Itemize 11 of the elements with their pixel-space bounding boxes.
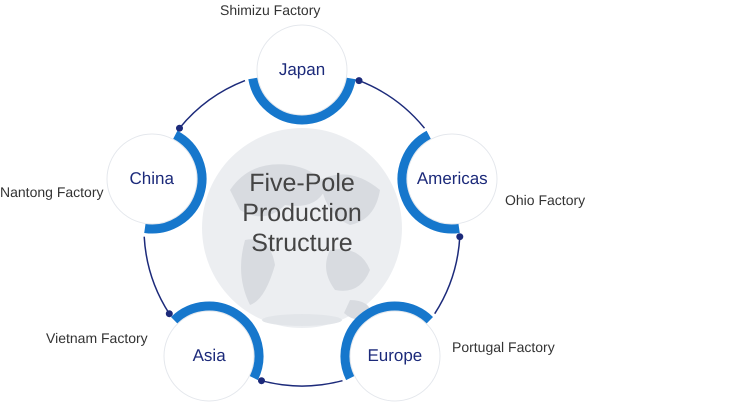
- connector-line: [143, 236, 173, 318]
- center-heading: Five-Pole Production Structure: [241, 168, 363, 258]
- factory-caption: Ohio Factory: [505, 191, 586, 210]
- connector-line: [258, 377, 343, 387]
- factory-caption: Shimizu Factory: [220, 1, 322, 20]
- connector-line: [356, 77, 426, 129]
- connector-line: [176, 80, 246, 132]
- factory-caption: Nantong Factory: [0, 183, 104, 202]
- connector-line: [434, 233, 464, 314]
- factory-caption: Vietnam Factory: [46, 329, 149, 348]
- factory-caption: Portugal Factory: [452, 338, 556, 357]
